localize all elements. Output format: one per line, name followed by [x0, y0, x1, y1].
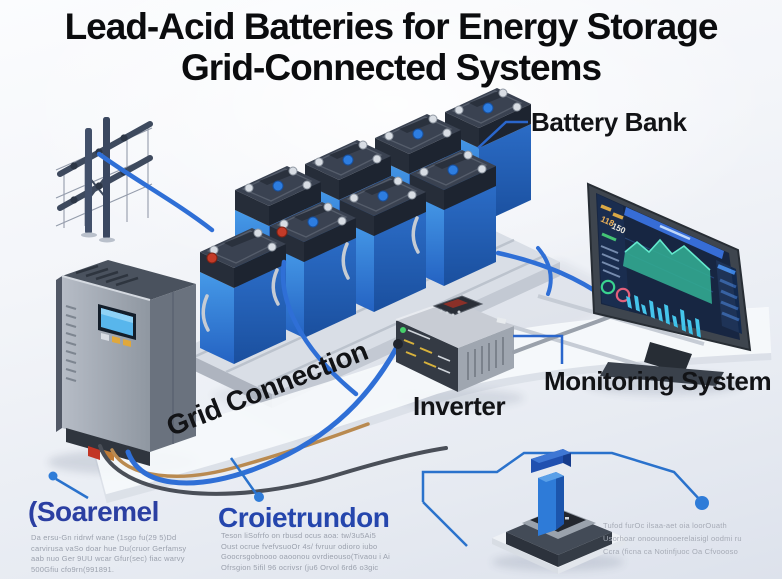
footer-heading-2: Croietrundon — [218, 502, 390, 533]
callout-monitoring-system: Monitoring System — [544, 366, 772, 396]
callout-battery-bank: Battery Bank — [531, 107, 687, 137]
battery-handles — [201, 216, 420, 332]
footer-text-3-line: Ccra (ficna ca Notinfjuoc Oa Cfvoooso — [603, 547, 738, 556]
footer-text-2-line: Teson liSofrfo on rbusd ocus aoa: tw/3u5… — [221, 531, 376, 540]
callout-leaders — [477, 120, 564, 364]
footer-text-2-line: Goocrsgobnooo oaoonou ovrdieouso(Tivaou … — [221, 552, 391, 561]
battery-drape-cable — [280, 259, 359, 397]
callout-inverter: Inverter — [413, 391, 506, 421]
circuit-node-dot — [695, 496, 709, 510]
footer-text-1-line: Da ersu-Gn ridrwf wane (1sgo fu(29 5)Dd — [31, 533, 177, 542]
wall-inverter-3d — [56, 260, 196, 466]
footer-text-1-line: 500Gfiu cfo9rn(991891. — [31, 564, 115, 574]
footer-heading-1: (Soaremel — [28, 496, 159, 527]
battery-bank-3d — [199, 87, 553, 397]
utility-pole — [55, 117, 153, 243]
footer-text-3: Tufod furOc ilsaa-aet oia loorOuath Usor… — [603, 519, 742, 558]
title-line-2: Grid-Connected Systems — [180, 47, 602, 88]
footer-text-2-line: Ofrsgion 5ifil 96 ocrivsr (ju6 Orvol 6rd… — [221, 562, 379, 572]
inverter-box-3d — [393, 295, 514, 392]
footer-text-1-line: aab nuo Ger 9UU wcar Gfur(sec) fiac warv… — [31, 554, 185, 563]
page-title: Lead-Acid Batteries for Energy Storage G… — [0, 6, 782, 88]
footer-text-1-line: carvirusa vaSo doar hue Du(cruor Gerfams… — [31, 543, 187, 553]
title-line-1: Lead-Acid Batteries for Energy Storage — [64, 6, 719, 47]
pedestal-3d-icon — [492, 449, 626, 574]
inverter-display — [98, 304, 136, 347]
footer-text-3-line: Usorhoar onoounnooerelaisigl oodmi ru — [603, 534, 742, 543]
footer-leaders — [48, 457, 264, 502]
inverter-cables — [98, 344, 448, 496]
monitor-3d: 118 150 — [586, 182, 752, 386]
grid-cable — [96, 151, 215, 233]
footer-text-3-line: Tufod furOc ilsaa-aet oia loorOuath — [603, 521, 727, 530]
footer-text-2-line: Oust ocrue fvefvsuoOr 4s/ fvruur odioro … — [221, 541, 378, 551]
footer-text-1: Da ersu-Gn ridrwf wane (1sgo fu(29 5)Dd … — [31, 533, 186, 575]
footer-text-2: Teson liSofrfo on rbusd ocus aoa: tw/3u5… — [221, 531, 390, 573]
